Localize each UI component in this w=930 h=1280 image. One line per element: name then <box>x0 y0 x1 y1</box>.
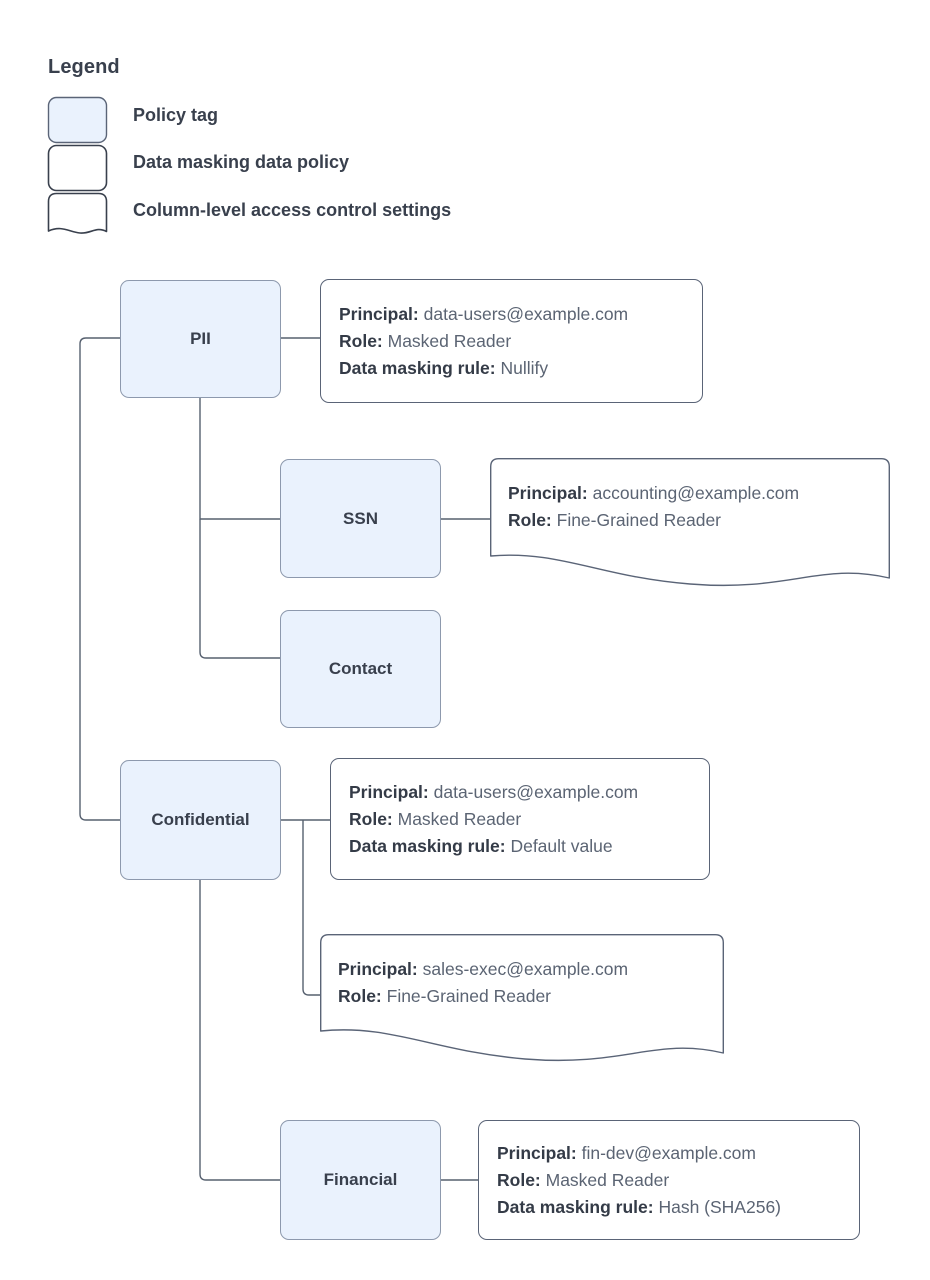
field-label-principal: Principal: <box>338 959 418 979</box>
field-value-data-masking-rule: Default value <box>510 835 613 856</box>
field-value-role: Fine-Grained Reader <box>556 510 722 530</box>
policy-tag-financial-label: Financial <box>323 1170 398 1189</box>
access-control-shape-confidential <box>320 934 724 1062</box>
field-label-data-masking-rule: Data masking rule: <box>339 357 496 378</box>
legend-label-data-masking-policy: Data masking data policy <box>133 152 350 172</box>
field-value-role: Masked Reader <box>387 330 512 351</box>
policy-tag-ssn-label: SSN <box>343 508 378 528</box>
field-label-principal: Principal: <box>497 1142 577 1163</box>
policy-line-principal: Principal: fin-dev@example.com <box>479 1140 859 1167</box>
field-label-role: Role: <box>338 986 382 1006</box>
field-label-role: Role: <box>349 808 393 829</box>
connector-pii-to-ssn <box>199 398 280 520</box>
data-masking-policy-financial[interactable]: Principal: fin-dev@example.com Role: Mas… <box>478 1120 860 1240</box>
policy-tag-financial[interactable]: Financial <box>280 1120 441 1240</box>
field-value-role: Masked Reader <box>397 808 522 829</box>
policy-line-role: Role: Masked Reader <box>479 1167 859 1194</box>
policy-line-data-masking-rule: Data masking rule: Nullify <box>321 355 702 382</box>
field-value-principal: data-users@example.com <box>433 781 639 802</box>
field-value-principal: fin-dev@example.com <box>581 1142 756 1163</box>
policy-line-role: Role: Fine-Grained Reader <box>320 983 724 1010</box>
connector-confidential-to-access-policy <box>302 820 320 996</box>
field-label-principal: Principal: <box>508 483 588 503</box>
policy-tag-contact-label: Contact <box>328 659 393 678</box>
policy-line-principal: Principal: accounting@example.com <box>490 480 890 507</box>
policy-line-principal: Principal: sales-exec@example.com <box>320 956 724 983</box>
field-label-principal: Principal: <box>349 781 429 802</box>
field-value-role: Masked Reader <box>545 1169 670 1190</box>
field-value-principal: accounting@example.com <box>592 483 800 503</box>
access-control-settings-ssn[interactable]: Principal: accounting@example.com Role: … <box>490 458 890 588</box>
field-label-principal: Principal: <box>339 303 419 324</box>
data-masking-policy-pii[interactable]: Principal: data-users@example.com Role: … <box>320 279 703 403</box>
policy-line-role: Role: Masked Reader <box>321 328 702 355</box>
policy-tag-confidential[interactable]: Confidential <box>120 760 281 880</box>
connector-pii-to-contact <box>199 519 280 659</box>
legend-swatch-access-control <box>47 192 108 234</box>
legend-label-policy-tag: Policy tag <box>133 105 219 125</box>
policy-tag-contact[interactable]: Contact <box>280 610 441 728</box>
access-control-settings-confidential[interactable]: Principal: sales-exec@example.com Role: … <box>320 934 724 1062</box>
field-value-principal: data-users@example.com <box>423 303 629 324</box>
legend-label-access-control: Column-level access control settings <box>133 200 452 220</box>
policy-tag-confidential-label: Confidential <box>151 810 250 829</box>
field-value-data-masking-rule: Hash (SHA256) <box>658 1196 782 1217</box>
legend-swatch-data-masking-policy <box>47 144 108 192</box>
policy-tag-ssn[interactable]: SSN <box>280 459 441 578</box>
policy-line-data-masking-rule: Data masking rule: Hash (SHA256) <box>479 1194 859 1221</box>
legend-title: Legend <box>48 56 120 78</box>
policy-line-role: Role: Masked Reader <box>331 806 709 833</box>
field-label-data-masking-rule: Data masking rule: <box>349 835 506 856</box>
policy-line-principal: Principal: data-users@example.com <box>331 779 709 806</box>
connector-spine-pii-confidential <box>79 337 120 821</box>
field-value-principal: sales-exec@example.com <box>422 959 629 979</box>
field-value-role: Fine-Grained Reader <box>386 986 552 1006</box>
policy-line-principal: Principal: data-users@example.com <box>321 301 702 328</box>
policy-line-role: Role: Fine-Grained Reader <box>490 507 890 534</box>
connector-confidential-to-financial <box>199 880 280 1181</box>
field-label-role: Role: <box>508 510 552 530</box>
field-label-data-masking-rule: Data masking rule: <box>497 1196 654 1217</box>
field-label-role: Role: <box>339 330 383 351</box>
field-value-data-masking-rule: Nullify <box>500 357 549 378</box>
policy-tag-pii[interactable]: PII <box>120 280 281 398</box>
access-control-shape-ssn <box>490 458 890 587</box>
policy-line-data-masking-rule: Data masking rule: Default value <box>331 833 709 860</box>
field-label-role: Role: <box>497 1169 541 1190</box>
data-masking-policy-confidential[interactable]: Principal: data-users@example.com Role: … <box>330 758 710 880</box>
legend-swatch-policy-tag <box>47 96 108 144</box>
policy-tag-pii-label: PII <box>190 329 211 348</box>
